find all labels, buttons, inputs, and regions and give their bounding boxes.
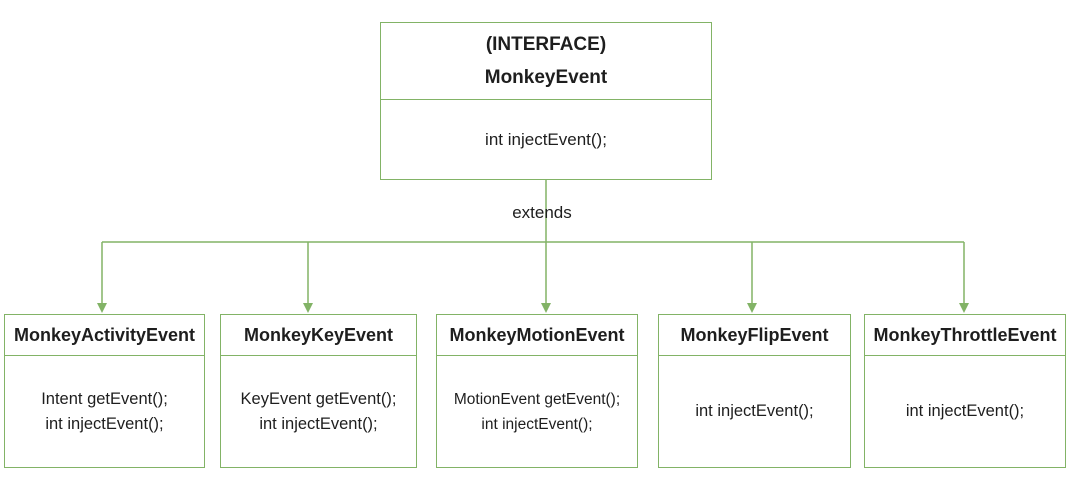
class-title-compartment: MonkeyKeyEvent: [221, 315, 416, 356]
arrowhead-icon-3: [541, 303, 551, 313]
method-label: int injectEvent();: [485, 129, 607, 149]
arrowhead-icon-4: [747, 303, 757, 313]
arrowhead-icon-1: [97, 303, 107, 313]
class-box-monkeykeyevent: MonkeyKeyEvent KeyEvent getEvent(); int …: [220, 314, 417, 468]
interface-title-compartment: (INTERFACE) MonkeyEvent: [381, 23, 711, 100]
arrowhead-icon-5: [959, 303, 969, 313]
method-label: int injectEvent();: [905, 402, 1025, 420]
method-label: KeyEvent getEvent();: [240, 389, 397, 408]
class-name: MonkeyKeyEvent: [243, 324, 394, 345]
class-box-interface-monkeyevent: (INTERFACE) MonkeyEvent int injectEvent(…: [380, 22, 712, 180]
class-title-compartment: MonkeyMotionEvent: [437, 315, 637, 356]
class-box-monkeymotionevent: MonkeyMotionEvent MotionEvent getEvent()…: [436, 314, 638, 468]
class-methods-compartment: int injectEvent();: [865, 356, 1065, 467]
class-name: MonkeyActivityEvent: [13, 324, 196, 345]
class-box-monkeyactivityevent: MonkeyActivityEvent Intent getEvent(); i…: [4, 314, 205, 468]
method-label: int injectEvent();: [695, 402, 814, 420]
class-methods-compartment: Intent getEvent(); int injectEvent();: [5, 356, 204, 467]
method-label: int injectEvent();: [481, 415, 593, 433]
class-title-compartment: MonkeyActivityEvent: [5, 315, 204, 356]
interface-stereotype: (INTERFACE): [485, 34, 607, 55]
method-label: MotionEvent getEvent();: [453, 390, 621, 408]
class-box-monkeythrottleevent: MonkeyThrottleEvent int injectEvent();: [864, 314, 1066, 468]
class-methods-compartment: MotionEvent getEvent(); int injectEvent(…: [437, 356, 637, 467]
class-title-compartment: MonkeyThrottleEvent: [865, 315, 1065, 356]
class-name: MonkeyMotionEvent: [449, 324, 625, 345]
class-title-compartment: MonkeyFlipEvent: [659, 315, 850, 356]
interface-name: MonkeyEvent: [484, 67, 608, 88]
class-box-monkeyflipevent: MonkeyFlipEvent int injectEvent();: [658, 314, 851, 468]
class-name: MonkeyThrottleEvent: [873, 324, 1057, 345]
interface-methods-compartment: int injectEvent();: [381, 100, 711, 179]
arrowhead-icon-2: [303, 303, 313, 313]
class-methods-compartment: KeyEvent getEvent(); int injectEvent();: [221, 356, 416, 467]
method-label: Intent getEvent();: [41, 389, 168, 408]
class-name: MonkeyFlipEvent: [680, 324, 829, 345]
extends-label: extends: [512, 203, 572, 222]
class-methods-compartment: int injectEvent();: [659, 356, 850, 467]
method-label: int injectEvent();: [259, 414, 378, 433]
method-label: int injectEvent();: [45, 414, 164, 433]
